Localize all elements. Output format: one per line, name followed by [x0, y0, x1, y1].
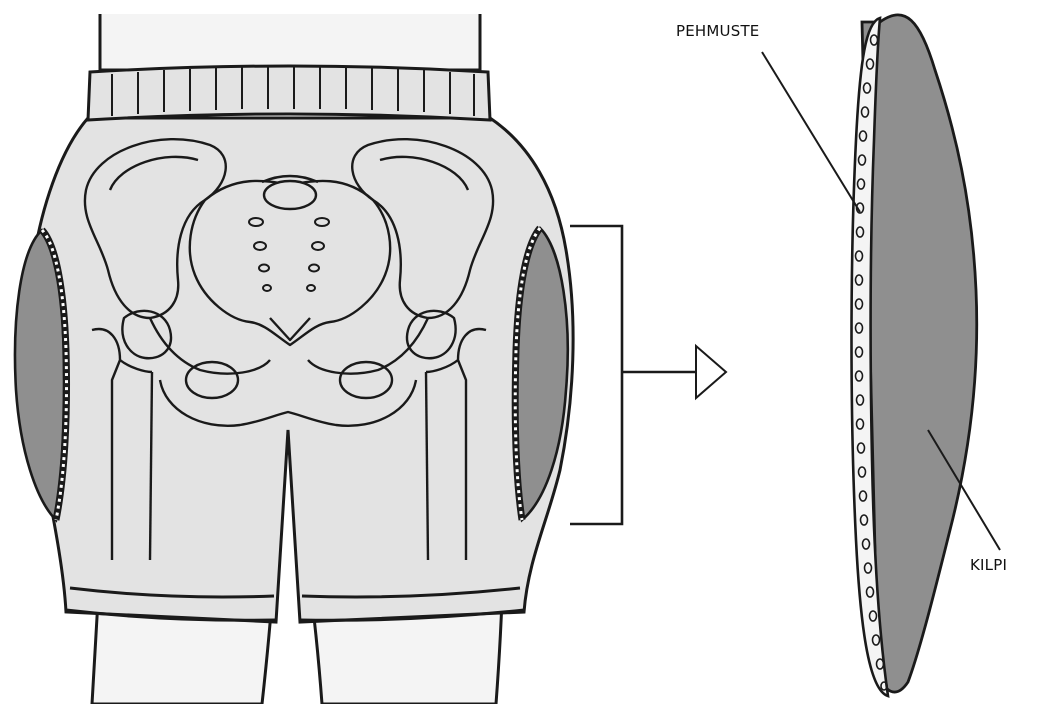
pad-label: PEHMUSTE — [676, 22, 760, 40]
arrow-head — [696, 346, 726, 398]
protector-cross-section — [852, 15, 977, 696]
torso — [100, 14, 480, 70]
shell-label: KILPI — [970, 556, 1007, 574]
bracket-connector — [570, 226, 696, 524]
shell — [862, 15, 977, 692]
waistband — [88, 66, 490, 120]
shorts-figure — [15, 14, 573, 704]
left-hip-pad — [15, 230, 67, 520]
pad-leader-line — [762, 52, 860, 212]
